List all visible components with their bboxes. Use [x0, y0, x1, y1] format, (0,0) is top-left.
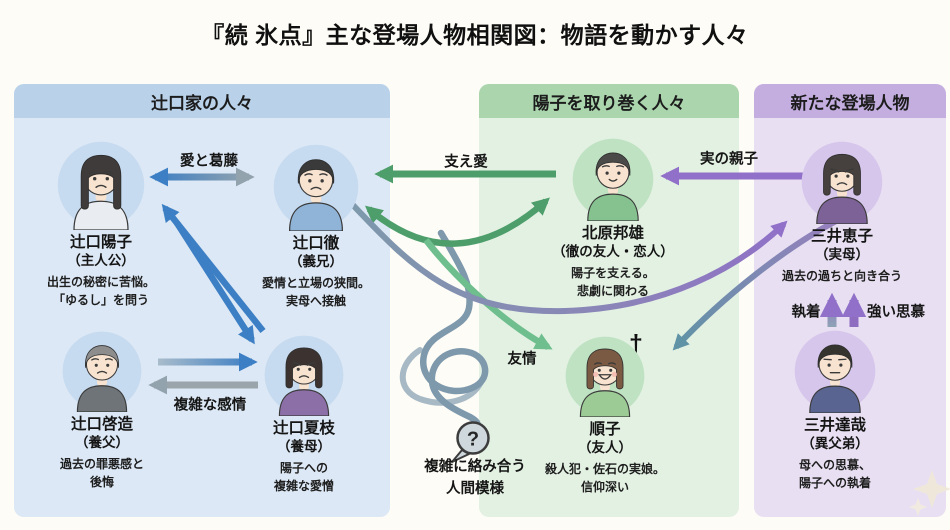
person-card-tatsuya-mitsui: 三井達哉 （異父弟） 母への思慕、陽子への執着: [760, 329, 910, 492]
avatar: [62, 331, 142, 412]
avatar: [264, 335, 344, 416]
person-card-kunio-kitahara: 北原邦雄 （徹の友人・恋人） 陽子を支える。悲劇に関わる: [538, 137, 688, 300]
tangle-caption-line2: 人間模様: [446, 481, 504, 498]
person-name: 辻口啓造: [70, 416, 133, 433]
person-card-natsue-tsujiguchi: 辻口夏枝 （養母） 陽子への複雑な愛憎: [229, 334, 379, 495]
person-role: （実母）: [815, 247, 869, 263]
label-love-and-conflict: 愛と葛藤: [180, 153, 238, 170]
person-name: 辻口徹: [292, 235, 340, 252]
person-card-toru-tsujiguchi: 辻口徹 （義兄） 愛情と立場の狭間。実母へ接触: [241, 143, 391, 310]
label-friendship: 友情: [507, 351, 537, 368]
person-role: （友人）: [578, 440, 632, 456]
label-attachment: 執着: [791, 304, 821, 321]
person-name: 辻口夏枝: [272, 420, 335, 437]
person-name: 辻口陽子: [69, 234, 132, 251]
panel-new-characters-header: 新たな登場人物: [754, 84, 946, 118]
person-desc: 陽子への複雑な愛憎: [273, 460, 334, 493]
person-desc: 出生の秘密に苦悩。「ゆるし」を問う: [46, 274, 155, 307]
panel-tsujiguchi-family-header: 辻口家の人々: [14, 84, 390, 118]
avatar: [565, 336, 645, 417]
tangle-caption-line1: 複雑に絡み合う: [424, 459, 526, 475]
question-bubble: ?: [451, 421, 490, 463]
tangle-caption: 複雑に絡み合う 人間模様: [400, 456, 550, 501]
person-role: （養母）: [277, 439, 331, 455]
person-role: （義兄）: [289, 254, 343, 270]
label-real-parent-child: 実の親子: [700, 151, 758, 168]
person-desc: 過去の過ちと向き合う: [781, 268, 902, 283]
label-complicated-feelings: 複雑な感情: [173, 397, 247, 414]
tangle-strand-main: [420, 229, 489, 431]
person-name: 順子: [589, 421, 621, 438]
page-title: 『続 氷点』主な登場人物相関図：物語を動かす人々: [201, 22, 749, 48]
avatar: [273, 144, 359, 231]
person-desc: 殺人犯・佐石の実娘。信仰深い: [544, 461, 665, 494]
question-mark-icon: ?: [467, 429, 479, 451]
label-supporting-love: 支え愛: [444, 154, 488, 171]
avatar: [57, 141, 145, 230]
avatar: [801, 141, 883, 224]
person-desc: 陽子を支える。悲劇に関わる: [571, 265, 655, 298]
sparkle-icon: [909, 470, 950, 516]
person-card-junko: 順子 （友人） 殺人犯・佐石の実娘。信仰深い: [530, 335, 680, 496]
person-desc: 過去の罪悪感と後悔: [59, 456, 144, 489]
avatar: [794, 330, 876, 413]
person-role: （養父）: [75, 435, 129, 451]
person-desc: 愛情と立場の狭間。実母へ接触: [261, 275, 370, 308]
person-card-keizo-tsujiguchi: 辻口啓造 （養父） 過去の罪悪感と後悔: [27, 330, 177, 491]
person-name: 北原邦雄: [581, 225, 644, 242]
person-role: （徹の友人・恋人）: [552, 244, 674, 260]
person-role: （主人公）: [67, 253, 135, 269]
arrow-keiko-to-junko: [672, 213, 848, 351]
person-role: （異父弟）: [801, 436, 869, 452]
person-name: 三井達哉: [803, 417, 866, 434]
panel-around-yoko-header: 陽子を取り巻く人々: [479, 84, 739, 118]
arrow-toru-kitahara-mutual: [364, 197, 550, 247]
person-name: 三井恵子: [810, 228, 873, 245]
person-card-yoko-tsujiguchi: 辻口陽子 （主人公） 出生の秘密に苦悩。「ゆるし」を問う: [26, 140, 176, 309]
tangle-strand-light: [399, 347, 484, 406]
arrow-natsue-to-yoko: [161, 203, 266, 334]
avatar: [572, 138, 654, 221]
person-card-keiko-mitsui: 三井恵子 （実母） 過去の過ちと向き合う: [767, 140, 917, 285]
person-desc: 母への思慕、陽子への執着: [798, 457, 871, 490]
arrow-toru-to-keiko: [349, 201, 788, 315]
label-strong-yearning: 強い思慕: [867, 304, 925, 321]
